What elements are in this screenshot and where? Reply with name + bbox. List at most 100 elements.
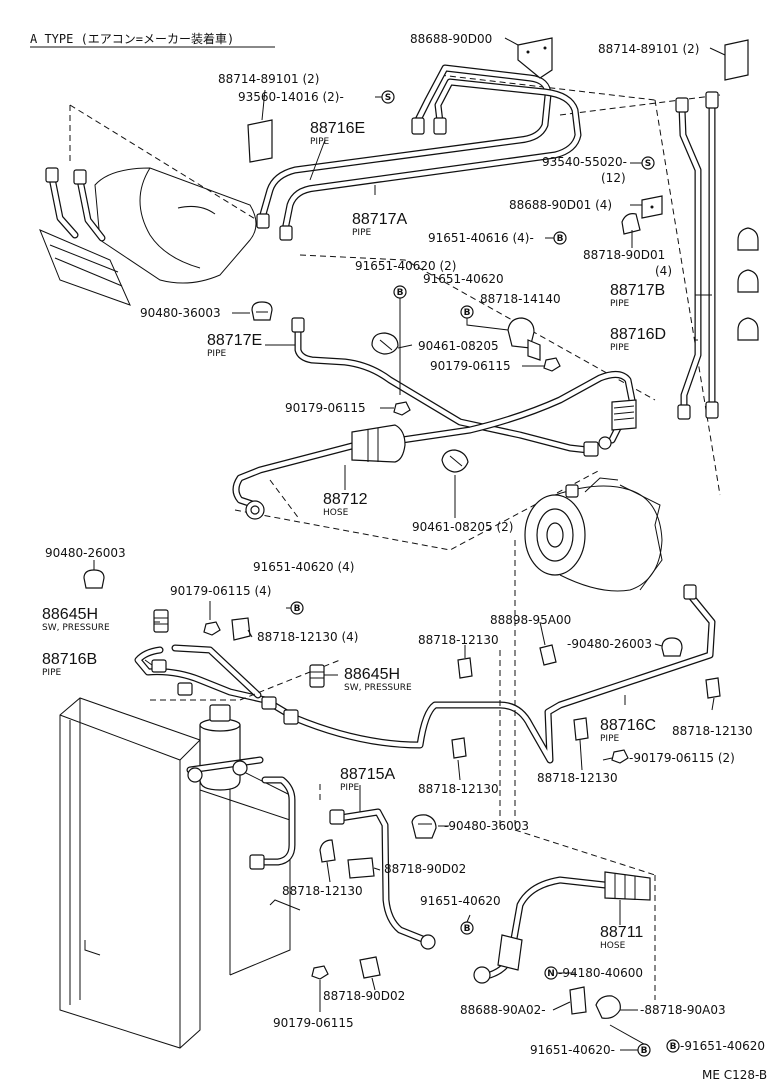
- label-91651-40620-2: 91651-40620 (2): [355, 259, 457, 273]
- dashed-leaders-bottom: [150, 540, 656, 1000]
- svg-text:N: N: [547, 969, 555, 979]
- clamp-90461-08205-top[interactable]: [371, 332, 399, 355]
- label-90480-26003-right: -90480-26003: [567, 637, 652, 651]
- pipe-88716E[interactable]: [258, 64, 552, 222]
- clamp-88718-12130-e[interactable]: [319, 839, 336, 863]
- clamp-set-right[interactable]: [737, 227, 759, 341]
- label-88717E: 88717E: [207, 332, 262, 349]
- label-91651-40620-c: 91651-40620-: [530, 1043, 615, 1057]
- compressor: [524, 477, 663, 592]
- label-88718-14140: 88718-14140: [480, 292, 561, 306]
- label-88718-90D02-a: 88718-90D02: [384, 862, 466, 876]
- nut-90179-06115-c[interactable]: [311, 965, 329, 980]
- label-88716C: 88716C: [600, 717, 656, 734]
- nut-90179-06115-2[interactable]: [611, 749, 629, 764]
- svg-text:B: B: [557, 234, 564, 244]
- clamp-88718-90D02-a[interactable]: [347, 857, 375, 879]
- label-88715A: 88715A: [340, 766, 395, 783]
- symbol-b-91651-40620-c: B: [637, 1043, 651, 1057]
- svg-text:B: B: [294, 604, 301, 614]
- insulator-pad-right[interactable]: [724, 39, 749, 81]
- label-91651-40620-4: 91651-40620 (4): [253, 560, 355, 574]
- part-labels: 88688-90D00 88714-89101 (2) 88714-89101 …: [42, 32, 767, 1082]
- bracket-88688-90D01[interactable]: [621, 195, 663, 235]
- label-88715A-sub: PIPE: [340, 783, 360, 793]
- label-88688-90D00: 88688-90D00: [410, 32, 492, 46]
- pipe-88715A[interactable]: [329, 808, 436, 950]
- pipe-fittings-top: [256, 117, 447, 241]
- plug-90480-36003-top[interactable]: [251, 301, 273, 321]
- label-leaders: [93, 37, 726, 1051]
- label-88718-90A03: -88718-90A03: [640, 1003, 726, 1017]
- label-88717B-sub: PIPE: [610, 299, 630, 309]
- clamp-88718-12130-4[interactable]: [231, 617, 251, 641]
- label-88714-89101-left: 88714-89101 (2): [218, 72, 320, 86]
- symbol-b-91651-40620-a: B: [460, 305, 474, 319]
- label-88898-95A00: 88898-95A00: [490, 613, 571, 627]
- label-88711: 88711: [600, 924, 643, 941]
- label-90179-06115-b: 90179-06115: [285, 401, 366, 415]
- pipe-88716D[interactable]: [675, 97, 702, 420]
- hose-88711[interactable]: [473, 871, 651, 984]
- label-90480-36003-top: 90480-36003: [140, 306, 221, 320]
- clamp-88718-90D02-b[interactable]: [359, 956, 381, 979]
- pipe-88717E[interactable]: [291, 317, 599, 457]
- symbol-b-91651-40620-2: B: [393, 285, 407, 299]
- label-88714-89101-right: 88714-89101 (2): [598, 42, 700, 56]
- insulator-pad-left[interactable]: [247, 119, 273, 163]
- plug-90480-26003-right[interactable]: [661, 637, 683, 657]
- pipe-88716C[interactable]: [283, 584, 716, 764]
- svg-text:B: B: [464, 308, 471, 318]
- pressure-switch-88645H-a[interactable]: [153, 609, 169, 633]
- label-90179-06115-c: 90179-06115: [273, 1016, 354, 1030]
- label-90480-36003-bottom: -90480-36003: [444, 819, 529, 833]
- label-88718-12130-b: 88718-12130: [672, 724, 753, 738]
- label-88711-sub: HOSE: [600, 941, 626, 951]
- label-88716E: 88716E: [310, 120, 365, 137]
- label-88716D: 88716D: [610, 326, 666, 343]
- svg-text:B: B: [670, 1042, 677, 1052]
- clamp-88718-12130-d[interactable]: [451, 737, 467, 759]
- clamp-88718-12130-a[interactable]: [457, 657, 473, 679]
- svg-text:B: B: [464, 924, 471, 934]
- label-88718-12130-d: 88718-12130: [418, 782, 499, 796]
- plug-90480-36003-bottom[interactable]: [411, 814, 437, 839]
- bracket-88688-90D00[interactable]: [517, 37, 553, 79]
- pipe-condenser-side: [249, 776, 296, 870]
- label-88716B-sub: PIPE: [42, 668, 62, 678]
- label-88716D-sub: PIPE: [610, 343, 630, 353]
- label-91651-40620-b: 91651-40620: [420, 894, 501, 908]
- label-90461-08205: 90461-08205: [418, 339, 499, 353]
- clamp-88718-14140[interactable]: [507, 317, 541, 361]
- clamp-88718-90A03[interactable]: [595, 995, 621, 1019]
- label-93540-55020: 93540-55020-: [542, 155, 627, 169]
- label-90179-06115-a: 90179-06115: [430, 359, 511, 373]
- symbol-n-94180: N: [544, 966, 558, 980]
- diagram-title: A TYPE (エアコン=メーカー装着車): [30, 31, 234, 46]
- label-88645H-a-sub: SW, PRESSURE: [42, 623, 110, 633]
- clamp-88718-12130-b[interactable]: [705, 677, 721, 699]
- label-88645H-b: 88645H: [344, 666, 400, 683]
- nut-90179-06115-b[interactable]: [393, 401, 411, 416]
- pipe-88716B[interactable]: [134, 644, 294, 719]
- plug-90480-26003-left[interactable]: [83, 569, 105, 589]
- nut-90179-06115-a[interactable]: [543, 357, 561, 372]
- condenser-core: [59, 697, 301, 1049]
- symbol-b-91651-40620-4: B: [290, 601, 304, 615]
- pipe-88717A[interactable]: [281, 78, 582, 234]
- clamp-88898-95A00[interactable]: [539, 644, 557, 666]
- label-88688-90A02: 88688-90A02-: [460, 1003, 546, 1017]
- label-88718-90D01-qty: (4): [655, 264, 672, 278]
- clamp-88718-12130-c[interactable]: [573, 717, 589, 741]
- bracket-88688-90A02[interactable]: [569, 986, 587, 1015]
- symbol-b-91651-40616: B: [553, 231, 567, 245]
- label-90179-06115-2: -90179-06115 (2): [629, 751, 735, 765]
- pressure-switch-88645H-b[interactable]: [309, 664, 325, 688]
- pipe-88717B[interactable]: [705, 91, 719, 419]
- label-88716C-sub: PIPE: [600, 734, 620, 744]
- hose-88712[interactable]: [232, 371, 637, 520]
- nut-90179-06115-4[interactable]: [203, 621, 221, 636]
- clamp-90461-08205-pair[interactable]: [441, 449, 469, 473]
- label-88718-12130-c: 88718-12130: [537, 771, 618, 785]
